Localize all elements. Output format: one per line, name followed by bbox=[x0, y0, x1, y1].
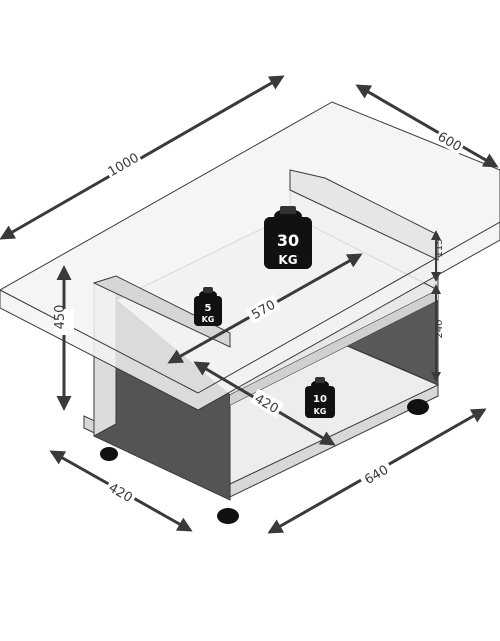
label-height: 450 bbox=[53, 305, 68, 330]
weight-bottom-value: 10 bbox=[313, 394, 327, 405]
arrow-top-length bbox=[0, 75, 285, 240]
weight-top-unit: KG bbox=[278, 253, 297, 267]
weight-top-value: 30 bbox=[277, 231, 299, 250]
weight-bottom-unit: KG bbox=[314, 407, 327, 416]
weight-middle-value: 5 bbox=[205, 303, 212, 314]
caster-front-left bbox=[100, 447, 118, 461]
arrow-top-depth bbox=[355, 84, 499, 168]
caster-front-right bbox=[217, 508, 239, 524]
label-shelf-gap: 240 bbox=[434, 319, 445, 338]
label-top-thickness: 115 bbox=[434, 238, 445, 257]
weight-middle-unit: KG bbox=[202, 315, 215, 324]
caster-back-right bbox=[407, 399, 429, 415]
